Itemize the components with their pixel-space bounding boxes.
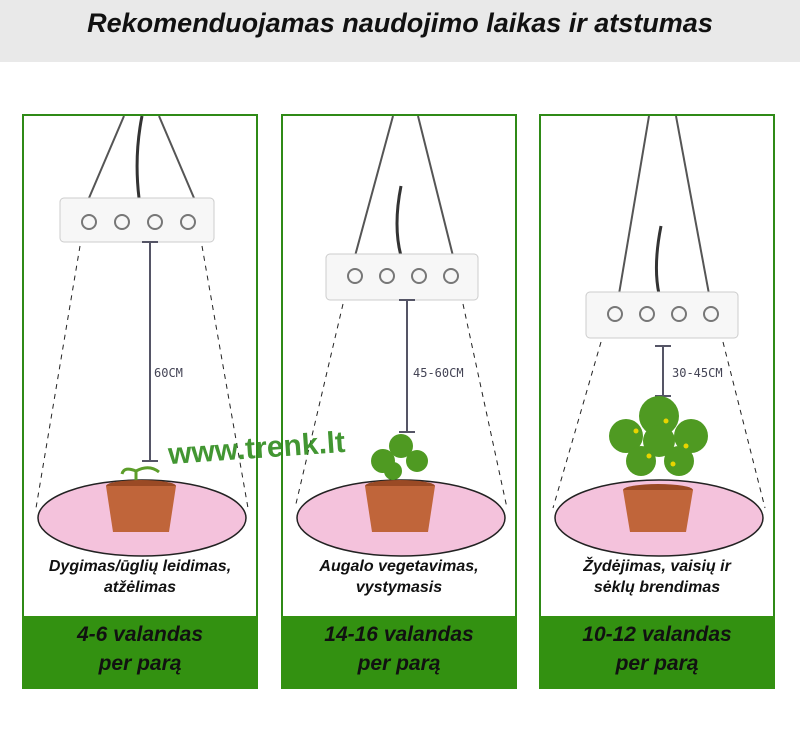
panel-seedling: 60CM Dygimas/ūglių leidimas, atžėlimas 4-… <box>22 114 258 689</box>
page-title: Rekomenduojamas naudojimo laikas ir atst… <box>87 8 713 38</box>
hours-line: per parą <box>357 652 441 675</box>
hours-line: 14-16 valandas <box>324 623 474 646</box>
header-band <box>0 0 800 62</box>
grow-light-illustration <box>294 116 508 557</box>
distance-label: 60CM <box>154 366 183 380</box>
panel-flowering: 30-45CM Žydėjimas, vaisių ir sėklų brendi… <box>539 114 775 689</box>
hours-line: per parą <box>615 652 699 675</box>
hours-box: 14-16 valandas per parą <box>281 616 517 689</box>
distance-label: 30-45CM <box>672 366 723 380</box>
grow-light-illustration <box>35 116 249 557</box>
hours-line: per parą <box>98 652 182 675</box>
grow-light-illustration <box>552 116 766 557</box>
hours-box: 4-6 valandas per parą <box>22 616 258 689</box>
stage-line: atžėlimas <box>103 579 177 596</box>
stage-line: Dygimas/ūglių leidimas, <box>48 558 232 575</box>
hours-box: 10-12 valandas per parą <box>539 616 775 689</box>
hours-line: 10-12 valandas <box>582 623 732 646</box>
stage-line: sėklų brendimas <box>593 579 721 596</box>
distance-label: 45-60CM <box>413 366 464 380</box>
stage-line: Žydėjimas, vaisių ir <box>583 558 731 575</box>
hours-line: 4-6 valandas <box>76 623 204 646</box>
panel-vegetative: 45-60CM Augalo vegetavimas, vystymasis 14… <box>281 114 517 689</box>
stage-line: vystymasis <box>355 579 443 596</box>
stage-line: Augalo vegetavimas, <box>319 558 479 575</box>
stage-label: Žydėjimas, vaisių ir sėklų brendimas <box>541 556 773 598</box>
stage-label: Augalo vegetavimas, vystymasis <box>283 556 515 598</box>
stage-label: Dygimas/ūglių leidimas, atžėlimas <box>24 556 256 598</box>
